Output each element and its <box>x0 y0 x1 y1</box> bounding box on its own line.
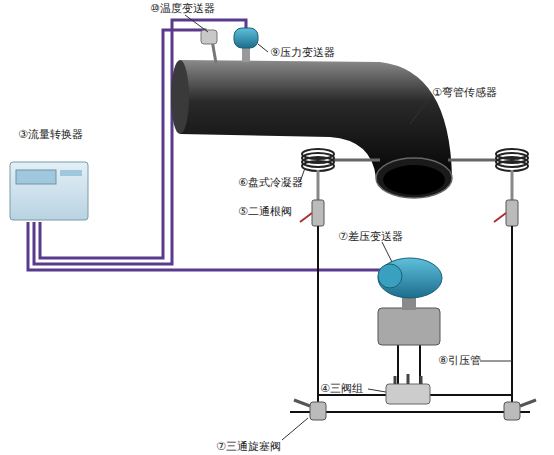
valve-handle <box>494 213 506 222</box>
leader-line <box>382 242 392 262</box>
converter-keypad <box>60 170 82 176</box>
valve-handle <box>294 400 310 406</box>
leader-line <box>185 15 208 32</box>
valve-handle <box>394 376 397 384</box>
manifold-line <box>419 345 421 385</box>
root-valve <box>506 200 518 226</box>
part-label: ①弯管传感器 <box>432 86 497 99</box>
leader-line <box>480 361 512 362</box>
three-way-valve <box>504 402 520 420</box>
part-label: ⑦三通旋塞阀 <box>216 440 281 453</box>
impulse-line <box>317 226 319 402</box>
signal-wire <box>40 30 205 258</box>
manifold-line <box>397 345 399 385</box>
part-label: ⑨压力变送器 <box>270 46 335 59</box>
three-valve-manifold <box>386 384 430 404</box>
root-valve <box>312 200 324 226</box>
valve-handle <box>300 213 312 222</box>
dp-transmitter-face <box>378 264 402 288</box>
valve-handle <box>407 374 410 384</box>
pressure-transmitter <box>234 28 258 48</box>
pipe-opening-inner <box>383 165 445 195</box>
signal-wire <box>34 20 246 264</box>
condenser-coil <box>302 161 334 171</box>
signal-wire <box>28 222 382 270</box>
temperature-transmitter <box>201 30 217 44</box>
part-label: ⑦差压变送器 <box>338 230 403 243</box>
valve-handle <box>520 400 536 406</box>
part-label: ④三阀组 <box>320 382 363 395</box>
condenser-outlet <box>511 170 514 200</box>
part-label: ③流量转换器 <box>18 128 83 141</box>
leader-line <box>258 44 268 52</box>
condenser-outlet <box>317 170 320 200</box>
flow-converter <box>10 162 88 220</box>
leader-line <box>410 96 431 124</box>
condenser-coil <box>496 161 528 171</box>
pipe-opening <box>376 158 452 198</box>
three-way-valve <box>310 402 326 420</box>
leader-line <box>282 418 308 440</box>
valve-handle <box>420 376 423 384</box>
converter-display <box>16 170 56 184</box>
part-label: ⑧引压管 <box>438 354 481 367</box>
part-label: ⑤二通根阀 <box>238 205 292 218</box>
impulse-line <box>430 394 512 396</box>
impulse-line <box>511 226 513 402</box>
dp-transmitter-head <box>378 258 442 298</box>
dp-transmitter-body <box>378 308 440 345</box>
tap-pipe <box>448 159 497 162</box>
pipe-end <box>171 60 189 134</box>
part-label: ⑩温度变送器 <box>150 2 215 15</box>
tap-pipe <box>332 159 380 162</box>
part-label: ⑥盘式冷凝器 <box>238 176 303 189</box>
leader-line <box>368 389 386 392</box>
